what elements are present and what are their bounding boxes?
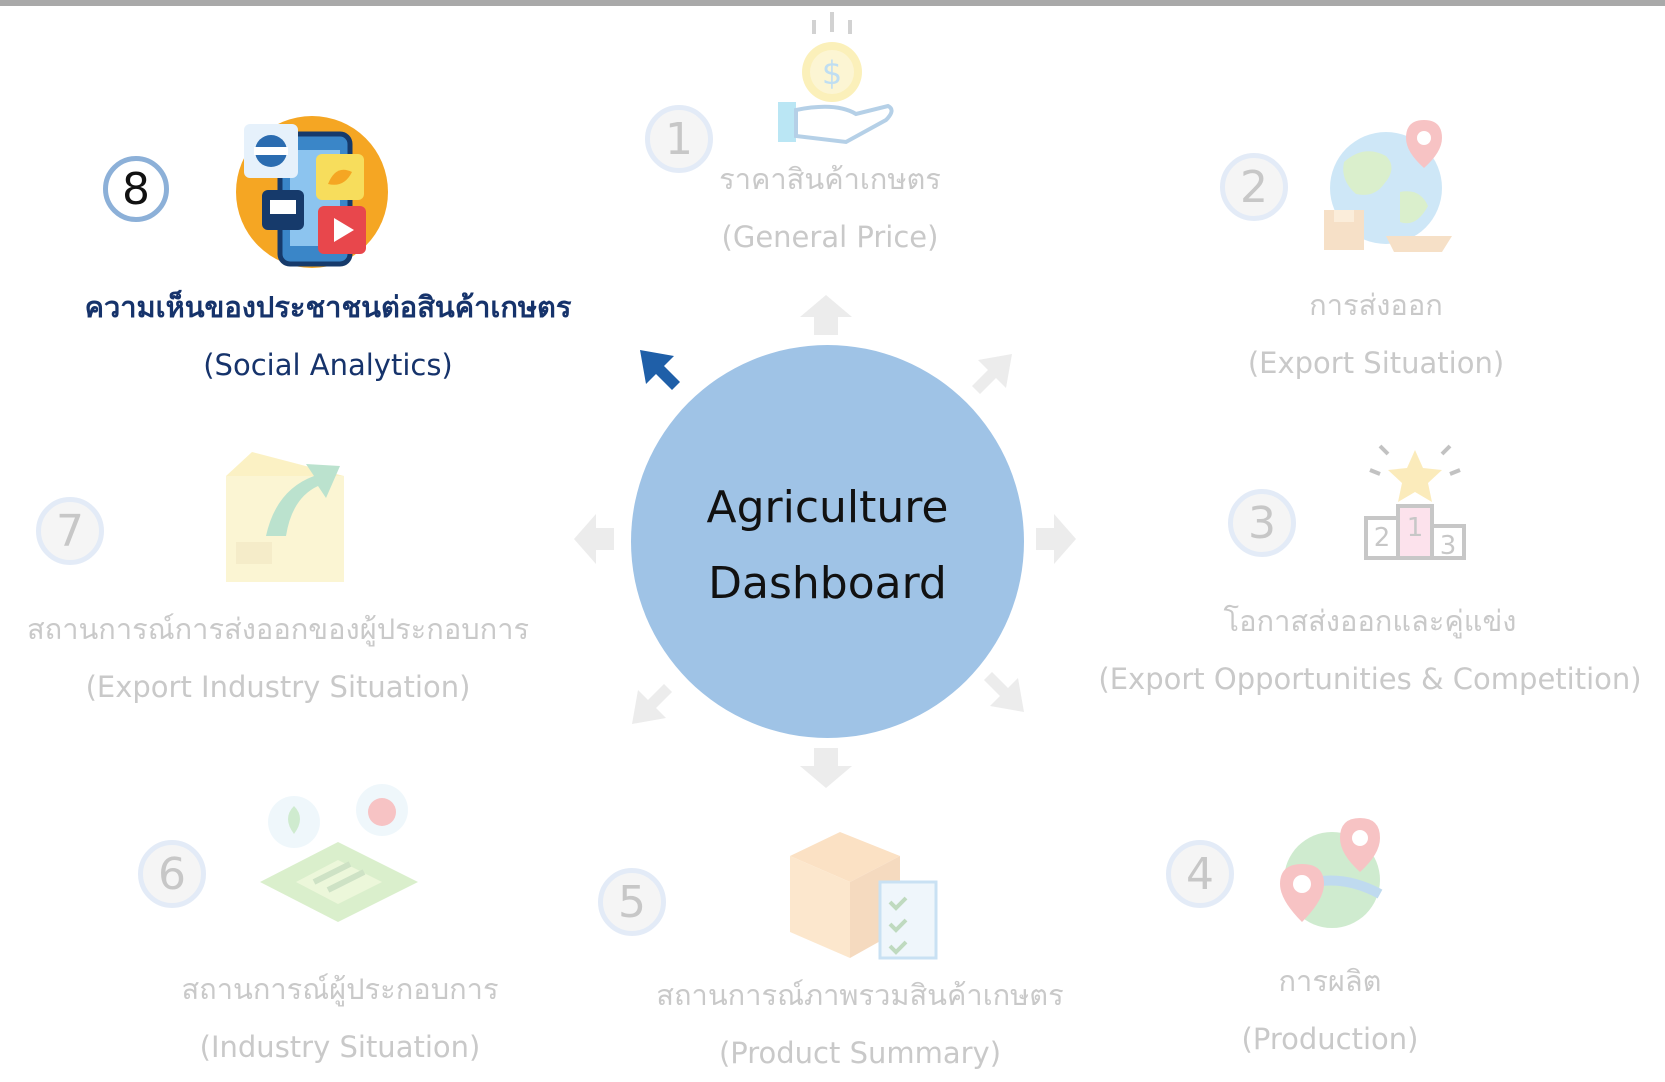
center-title-line1: Agriculture (706, 482, 949, 533)
arrow-up-icon (800, 295, 852, 335)
center-title-line2: Dashboard (708, 558, 947, 609)
svg-text:$: $ (822, 54, 842, 92)
module-1-number-badge: 1 (645, 105, 713, 173)
module-4-number-badge: 4 (1166, 840, 1234, 908)
box-checklist-icon (790, 832, 938, 960)
svg-text:3: 3 (1440, 531, 1457, 560)
module-3-label[interactable]: โอกาสส่งออกและคู่แข่ง (Export Opportunit… (1080, 592, 1660, 708)
arrow-lower-left-icon (632, 684, 672, 724)
module-6-number-badge: 6 (138, 840, 206, 908)
module-1-title-th: ราคาสินค้าเกษตร (719, 162, 941, 196)
module-3-title-th: โอกาสส่งออกและคู่แข่ง (1223, 604, 1517, 638)
podium-star-icon: 1 2 3 (1364, 444, 1466, 560)
module-2-label[interactable]: การส่งออก (Export Situation) (1216, 276, 1536, 392)
module-7-title-th: สถานการณ์การส่งออกของผู้ประกอบการ (26, 612, 530, 646)
module-2-number-badge: 2 (1220, 153, 1288, 221)
center-hub-title: Agriculture Dashboard (631, 470, 1024, 622)
money-hand-icon: $ (778, 12, 894, 145)
module-2-title-en: (Export Situation) (1247, 346, 1505, 380)
module-5-label[interactable]: สถานการณ์ภาพรวมสินค้าเกษตร (Product Summ… (630, 966, 1090, 1082)
svg-text:2: 2 (1374, 523, 1391, 553)
farm-land-icon (260, 784, 418, 922)
svg-text:1: 1 (1407, 513, 1424, 543)
arrow-upper-right-icon (972, 354, 1012, 394)
arrow-right-icon (1036, 514, 1076, 564)
module-1-title-en: (General Price) (721, 220, 939, 254)
module-8-title-th: ความเห็นของประชาชนต่อสินค้าเกษตร (84, 290, 572, 324)
social-phone-icon (236, 116, 388, 268)
top-divider (0, 0, 1665, 6)
module-4-title-en: (Production) (1241, 1022, 1419, 1056)
module-4-label[interactable]: การผลิต (Production) (1180, 952, 1480, 1068)
module-6-label[interactable]: สถานการณ์ผู้ประกอบการ (Industry Situatio… (150, 960, 530, 1076)
module-6-title-th: สถานการณ์ผู้ประกอบการ (181, 972, 499, 1006)
arrow-left-icon (574, 514, 614, 564)
box-arrow-icon (226, 452, 344, 582)
module-4-title-th: การผลิต (1278, 964, 1382, 998)
module-8-title-en: (Social Analytics) (203, 348, 453, 382)
module-5-title-en: (Product Summary) (718, 1036, 1002, 1070)
map-pin-icon (1280, 818, 1383, 928)
module-3-title-en: (Export Opportunities & Competition) (1098, 662, 1642, 696)
module-7-label[interactable]: สถานการณ์การส่งออกของผู้ประกอบการ (Expor… (8, 600, 548, 716)
module-3-number-badge: 3 (1228, 489, 1296, 557)
module-7-number-badge: 7 (36, 497, 104, 565)
module-2-title-th: การส่งออก (1309, 288, 1443, 322)
module-5-title-th: สถานการณ์ภาพรวมสินค้าเกษตร (656, 978, 1064, 1012)
arrow-upper-left-active-icon (640, 350, 680, 390)
module-5-number-badge: 5 (598, 868, 666, 936)
module-6-title-en: (Industry Situation) (199, 1030, 481, 1064)
module-1-label[interactable]: ราคาสินค้าเกษตร (General Price) (680, 150, 980, 266)
module-8-label[interactable]: ความเห็นของประชาชนต่อสินค้าเกษตร (Social… (58, 278, 598, 394)
center-hub[interactable] (631, 345, 1024, 738)
globe-export-icon (1324, 120, 1452, 252)
module-8-number-badge: 8 (103, 156, 169, 222)
module-7-title-en: (Export Industry Situation) (85, 670, 471, 704)
arrow-down-icon (800, 748, 852, 788)
arrow-lower-right-icon (984, 672, 1024, 712)
